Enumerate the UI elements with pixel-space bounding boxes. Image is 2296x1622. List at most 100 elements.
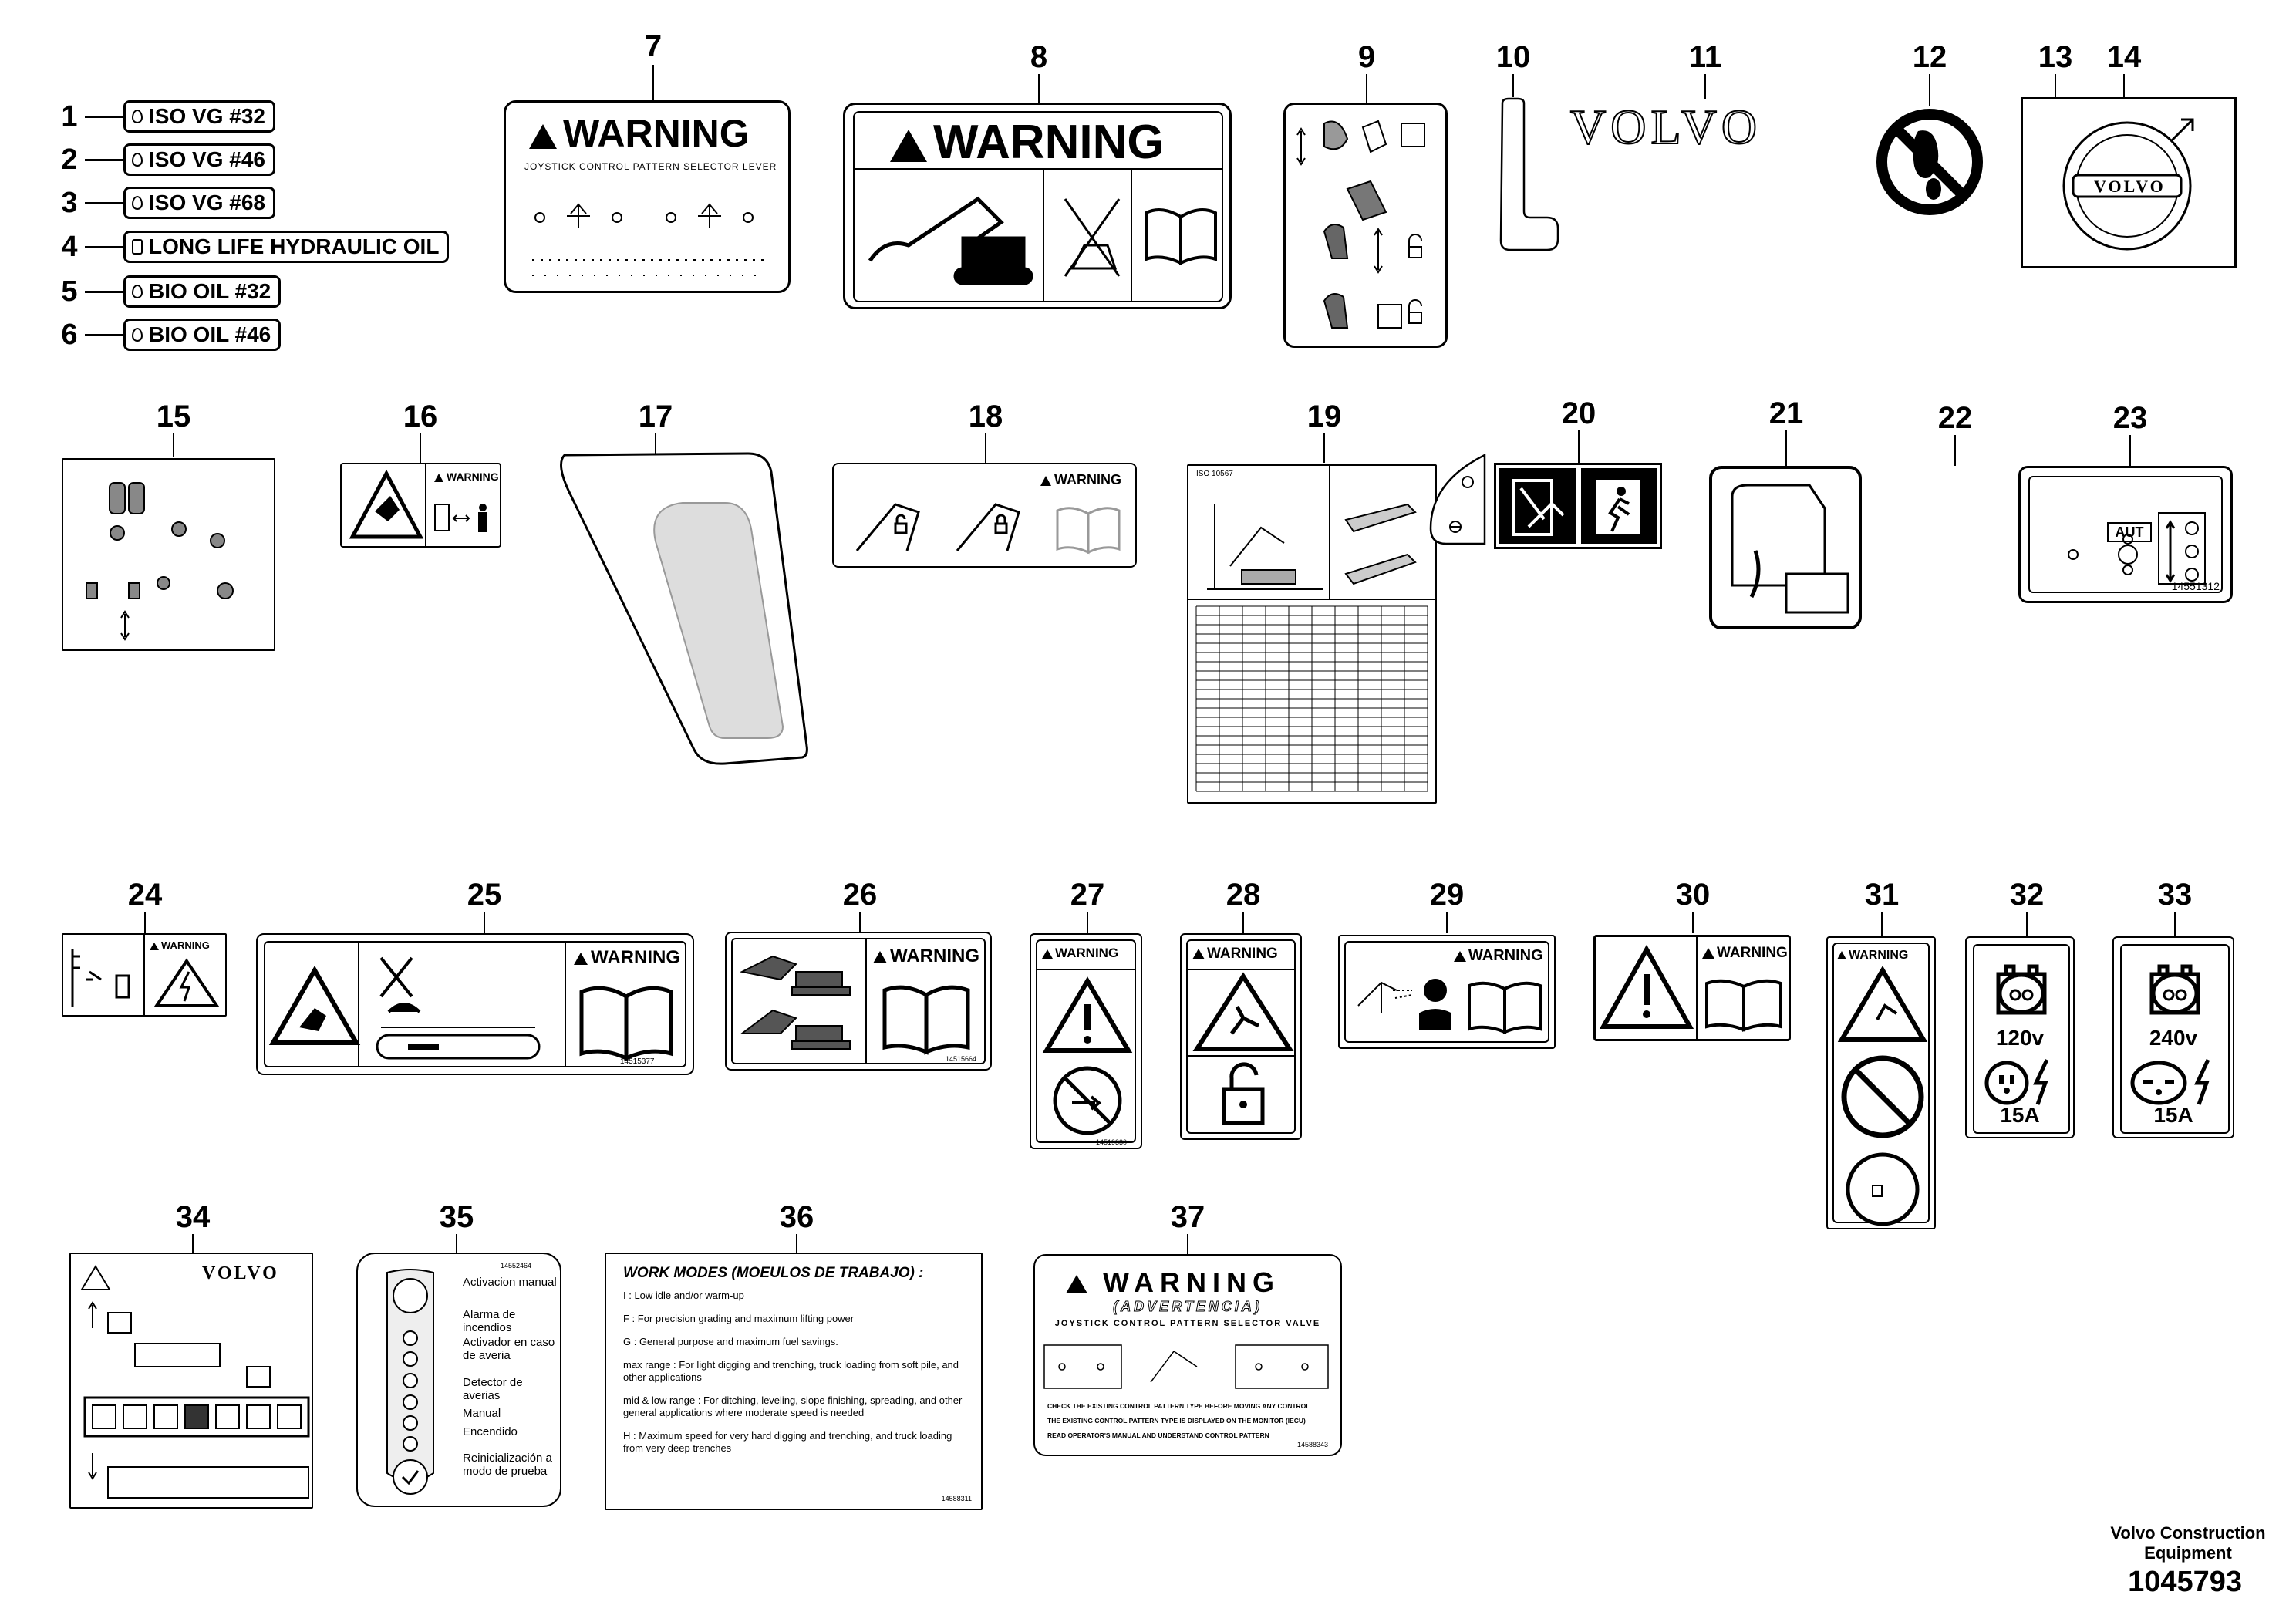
- excavator-icon: [868, 196, 1033, 285]
- drawing-number: 1045793: [2128, 1566, 2242, 1598]
- warning-heading: WARNING: [563, 112, 750, 155]
- oil-decal-label: BIO OIL #32: [149, 279, 271, 303]
- decal-15-service-points: [62, 458, 275, 651]
- callout-number: 1: [61, 99, 78, 133]
- oil-decal: LONG LIFE HYDRAULIC OIL: [123, 231, 450, 263]
- callout-number: 11: [1688, 40, 1722, 74]
- work-mode-line: max range : For light digging and trench…: [623, 1359, 959, 1383]
- callout-number: 3: [61, 186, 78, 219]
- callout-number: 17: [638, 400, 673, 433]
- warning-triangle-icon: [1066, 1275, 1087, 1294]
- callout-number: 5: [61, 275, 78, 308]
- work-mode-line: mid & low range : For ditching, leveling…: [623, 1394, 963, 1418]
- callout-number: 32: [2009, 878, 2045, 912]
- decal-29-warning: WARNING: [1338, 935, 1556, 1049]
- warning-triangle-icon: [1837, 951, 1846, 960]
- decal-22-corner-label: [1429, 453, 1486, 545]
- callout-number: 30: [1675, 878, 1711, 912]
- callout-number: 33: [2157, 878, 2193, 912]
- callout-number: 16: [403, 400, 438, 433]
- warning-triangle-icon: [434, 473, 443, 482]
- fall-hazard-icon: [1192, 972, 1294, 1051]
- crush-hazard-icon: [349, 469, 424, 539]
- panel-label: Activador en caso de averia: [463, 1336, 555, 1362]
- decal-33-outlet-240v: 240v 15A: [2112, 936, 2234, 1138]
- drop-icon: [132, 196, 143, 210]
- decal-code: 14551312: [2171, 580, 2220, 592]
- decal-code: 14519330: [1096, 1138, 1128, 1146]
- callout-number: 8: [1030, 40, 1048, 74]
- warning-heading: WARNING: [1717, 945, 1788, 961]
- decal-17-side-panel: [560, 452, 808, 765]
- warning-subheading: (ADVERTENCIA): [1113, 1299, 1263, 1315]
- capacity-table-grid: [1195, 605, 1428, 792]
- safety-lever-graphic: [1296, 120, 1425, 329]
- no-step-icon: [1064, 198, 1121, 277]
- decal-26-warning: WARNING 14515664: [725, 932, 992, 1071]
- reach-diagram: [1207, 503, 1417, 590]
- callout-number: 24: [127, 878, 163, 912]
- cab-hazard-graphic: [1731, 484, 1849, 614]
- decal-11-volvo-logo: VOLVO: [1569, 99, 1762, 155]
- volvo-emblem-icon: [2062, 118, 2194, 251]
- warning-triangle-icon: [150, 942, 159, 950]
- keep-distance-icon: [434, 504, 487, 532]
- warning-heading: WARNING: [161, 939, 210, 951]
- warning-heading: WARNING: [1207, 946, 1278, 962]
- warning-triangle-icon: [1454, 950, 1466, 962]
- callout-number: 7: [644, 29, 663, 63]
- warning-triangle-icon: [1192, 948, 1205, 959]
- panel-label: Manual: [463, 1407, 501, 1420]
- decal-code: 14588311: [941, 1495, 972, 1502]
- drop-icon: [132, 285, 143, 298]
- oil-decal-row: 5 BIO OIL #32: [54, 275, 282, 308]
- decal-7-joystick-warning: WARNING JOYSTICK CONTROL PATTERN SELECTO…: [504, 100, 791, 293]
- decal-12-no-step-icon: [1876, 109, 1983, 215]
- manual-book-icon: [1468, 981, 1542, 1034]
- decal-code: 14588343: [1296, 1441, 1328, 1448]
- decal-37-joystick-warning: WARNING (ADVERTENCIA) JOYSTICK CONTROL P…: [1033, 1254, 1342, 1456]
- amperage-label: 15A: [2000, 1103, 2040, 1127]
- auto-mode-graphic: [2068, 512, 2206, 585]
- warning-triangle-icon: [1702, 947, 1714, 959]
- warning-triangle-icon: [890, 129, 927, 162]
- decal-25-warning: WARNING 14515377: [256, 933, 694, 1075]
- control-pattern-graphic: [1043, 1344, 1329, 1389]
- manual-book-icon: [1056, 507, 1121, 555]
- callout-number: 10: [1495, 40, 1531, 74]
- callout-number: 37: [1170, 1200, 1205, 1234]
- warning-note: CHECK THE EXISTING CONTROL PATTERN TYPE …: [1047, 1402, 1310, 1410]
- work-modes-title: WORK MODES (MOEULOS DE TRABAJO) :: [623, 1265, 924, 1281]
- no-touch-belt-icon: [376, 956, 541, 1060]
- service-points-graphic: [86, 482, 234, 641]
- company-name: Volvo Construction Equipment: [2110, 1523, 2266, 1563]
- warning-heading: WARNING: [933, 116, 1165, 169]
- warning-heading: WARNING: [1054, 472, 1121, 487]
- callout-number: 15: [156, 400, 191, 433]
- swing-hazard-icons: [739, 955, 851, 1050]
- callout-number: 36: [779, 1200, 814, 1234]
- decal-header: ISO 10567: [1196, 470, 1233, 478]
- decal-23-auto-mode: AUT 14551312: [2018, 466, 2233, 603]
- generator-icon: [1996, 964, 2047, 1015]
- work-mode-line: I : Low idle and/or warm-up: [623, 1290, 744, 1301]
- joystick-pattern-graphic: [532, 203, 764, 276]
- callout-number: 19: [1306, 400, 1342, 433]
- callout-number: 13: [2038, 40, 2073, 74]
- boom-lock-icons: [855, 503, 1020, 551]
- caution-icon: [1599, 944, 1694, 1029]
- outlet-lightning-icon: [1984, 1058, 2049, 1105]
- callout-number: 20: [1561, 396, 1596, 430]
- callout-number: 26: [842, 878, 878, 912]
- oil-decal: ISO VG #68: [123, 187, 275, 219]
- warning-triangle-icon: [574, 952, 588, 965]
- oil-decal: BIO OIL #32: [123, 275, 282, 308]
- volvo-emblem-text: VOLVO: [2094, 177, 2166, 196]
- high-pressure-fluid-icon: [1357, 979, 1451, 1030]
- oil-decal: BIO OIL #46: [123, 319, 282, 351]
- decal-code: 14552464: [501, 1262, 532, 1270]
- amperage-label: 15A: [2153, 1103, 2193, 1127]
- voltage-label: 120v: [1995, 1026, 2045, 1050]
- warning-triangle-icon: [1042, 949, 1053, 959]
- work-mode-line: H : Maximum speed for very hard digging …: [623, 1430, 952, 1454]
